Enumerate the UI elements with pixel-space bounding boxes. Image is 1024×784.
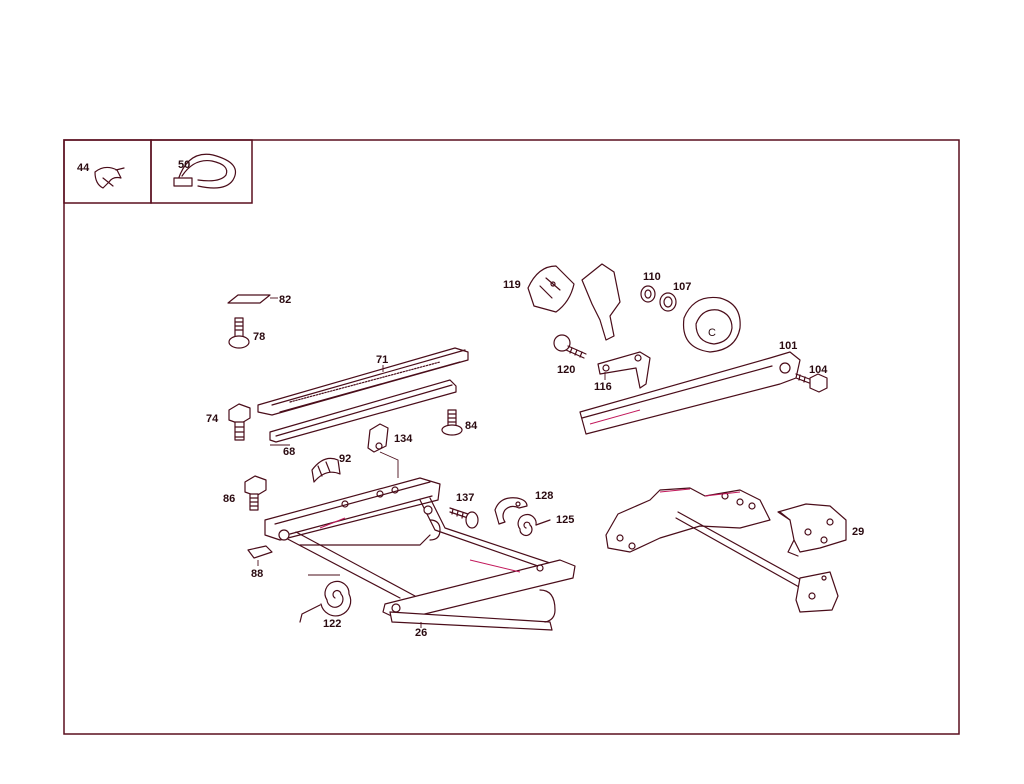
part-50-cable-tie [173, 153, 237, 189]
part-68-lower-rail [269, 379, 457, 446]
part-137-bolt [449, 507, 479, 529]
part-29-frame [605, 487, 847, 613]
part-92-cover [311, 457, 341, 483]
label-122: 122 [323, 618, 341, 630]
label-116: 116 [594, 381, 612, 393]
label-125: 125 [556, 514, 574, 526]
label-44: 44 [77, 162, 90, 174]
part-88-clip [247, 545, 273, 566]
part-119-cover [527, 265, 575, 313]
part-82-plate [227, 294, 278, 304]
part-71-seat-rail [257, 347, 469, 416]
part-107-nut [659, 292, 677, 312]
label-119: 119 [503, 279, 521, 291]
part-104-bolt [795, 373, 828, 393]
part-74-hex-bolt [228, 403, 251, 441]
label-26: 26 [415, 627, 427, 639]
label-78: 78 [253, 331, 265, 343]
part-120-bolt [553, 334, 587, 359]
label-104: 104 [809, 364, 828, 376]
part-122-coil-spring [299, 574, 352, 623]
label-107: 107 [673, 281, 691, 293]
label-82: 82 [279, 294, 291, 306]
label-74: 74 [206, 413, 219, 425]
part-125-spring [517, 513, 551, 537]
part-78-bolt [228, 317, 250, 349]
round-cover: C [682, 296, 741, 353]
part-110-washer [640, 285, 656, 303]
part-134-bracket [367, 423, 399, 478]
diagram-frame [63, 139, 960, 735]
cover-mark: C [708, 327, 716, 339]
label-71: 71 [376, 354, 388, 366]
label-88: 88 [251, 568, 263, 580]
label-84: 84 [465, 420, 478, 432]
label-29: 29 [852, 526, 864, 538]
label-134: 134 [394, 433, 413, 445]
label-86: 86 [223, 493, 235, 505]
label-128: 128 [535, 490, 553, 502]
label-50: 50 [178, 159, 190, 171]
part-86-hex-bolt [244, 475, 267, 511]
part-44-clip [94, 166, 125, 189]
label-68: 68 [283, 446, 295, 458]
label-92: 92 [339, 453, 351, 465]
part-116-lever [581, 263, 651, 389]
label-110: 110 [643, 271, 661, 283]
part-101-bar [579, 351, 801, 435]
part-128-hook [494, 497, 528, 525]
label-120: 120 [557, 364, 575, 376]
part-84-bolt [441, 409, 463, 436]
part-26-seat-frame [264, 477, 576, 631]
label-101: 101 [779, 340, 797, 352]
label-137: 137 [456, 492, 474, 504]
